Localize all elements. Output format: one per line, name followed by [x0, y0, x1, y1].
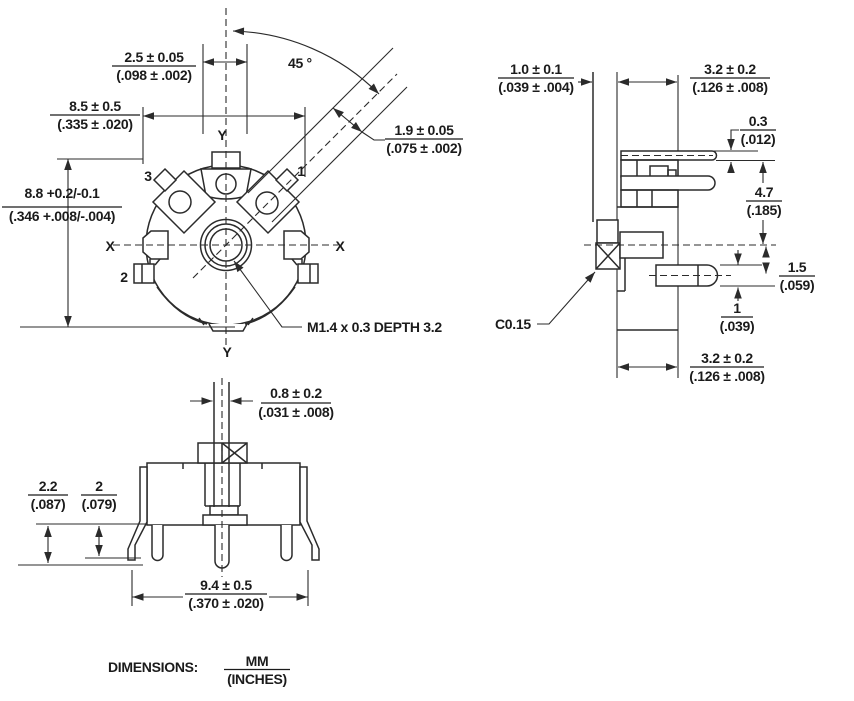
shaft-block: [596, 219, 619, 244]
chamfer-leader: [537, 271, 596, 325]
dim-4-7-inches: (.185): [747, 202, 782, 218]
dim-1-0-mm: 1.0 ± 0.1: [510, 61, 562, 77]
dim-1-5-inches: (.059): [780, 277, 815, 293]
units-note: DIMENSIONS: MM (INCHES): [108, 653, 290, 687]
top-view-body-outline: [133, 151, 319, 332]
chamfer-note: C0.15: [495, 316, 531, 332]
top-view-dimensions: 45 ° 2.5 ± 0.05 (.098 ± .002) 8.5 ± 0.5 …: [2, 27, 463, 335]
dim-0-8-mm: 0.8 ± 0.2: [270, 385, 322, 401]
axis-label-x-right: X: [335, 238, 345, 254]
thread-note: M1.4 x 0.3 DEPTH 3.2: [307, 319, 442, 335]
dim-0-8-inches: (.031 ± .008): [258, 404, 333, 420]
dim-1-mm: 1: [733, 300, 741, 316]
side-view: 1.0 ± 0.1 (.039 ± .004) 3.2 ± 0.2 (.126 …: [495, 61, 815, 384]
dim-0-3-mm: 0.3: [749, 113, 768, 129]
dim-4-7-mm: 4.7: [755, 184, 774, 200]
terminal-label-2: 2: [120, 269, 128, 285]
thread-leader: [233, 260, 302, 328]
bent-leg-right: [299, 466, 320, 561]
top-view-labels: Y Y X X 3 1 2: [105, 127, 345, 360]
pin-right: [280, 525, 293, 562]
diagonal-centerline: [192, 73, 398, 279]
terminal-2-tab: [133, 263, 155, 284]
side-tab-left: [142, 230, 169, 260]
pin-left: [151, 525, 164, 562]
dim-2-5-mm: 2.5 ± 0.05: [124, 49, 184, 65]
dim-3-2-bottom-inches: (.126 ± .008): [689, 368, 764, 384]
axis-label-y-bottom: Y: [222, 344, 232, 360]
side-view-centerlines: [584, 154, 776, 277]
dim-1-inches: (.039): [720, 318, 755, 334]
dim-2-mm: 2: [95, 478, 103, 494]
dim-2-inches: (.079): [82, 496, 117, 512]
units-inches: (INCHES): [227, 671, 287, 687]
units-label: DIMENSIONS:: [108, 659, 198, 675]
dim-2-2-mm: 2.2: [39, 478, 58, 494]
side-view-dimensions: 1.0 ± 0.1 (.039 ± .004) 3.2 ± 0.2 (.126 …: [495, 61, 815, 384]
top-view: 45 ° 2.5 ± 0.05 (.098 ± .002) 8.5 ± 0.5 …: [2, 8, 463, 360]
dim-1-5-mm: 1.5: [788, 259, 807, 275]
terminal-label-1: 1: [297, 163, 305, 179]
dim-8-8-inches: (.346 +.008/-.004): [9, 208, 115, 224]
dim-0-3-inches: (.012): [741, 131, 776, 147]
terminal-label-3: 3: [144, 168, 152, 184]
dim-8-5-inches: (.335 ± .020): [57, 116, 132, 132]
side-tab-right: [283, 230, 310, 260]
dim-2-2-inches: (.087): [31, 496, 66, 512]
units-mm: MM: [246, 653, 269, 669]
dim-2-5-inches: (.098 ± .002): [116, 67, 191, 83]
side-view-body-outline: [592, 72, 719, 378]
dim-8-5-mm: 8.5 ± 0.5: [69, 98, 121, 114]
dim-9-4-mm: 9.4 ± 0.5: [200, 577, 252, 593]
angle-value: 45 °: [288, 55, 312, 71]
dim-8-8-mm: 8.8 +0.2/-0.1: [24, 185, 100, 201]
dim-3-2-bottom-mm: 3.2 ± 0.2: [701, 350, 753, 366]
dim-9-4-inches: (.370 ± .020): [188, 595, 263, 611]
dim-3-2-top-inches: (.126 ± .008): [692, 79, 767, 95]
dim-3-2-top-mm: 3.2 ± 0.2: [704, 61, 756, 77]
dim-1-9-inches: (.075 ± .002): [386, 140, 461, 156]
front-view-dimensions: 0.8 ± 0.2 (.031 ± .008) 2.2 (.087) 2 (.0…: [18, 385, 334, 611]
axis-label-x-left: X: [105, 238, 115, 254]
middle-contact-clip: [620, 175, 716, 191]
front-view: 0.8 ± 0.2 (.031 ± .008) 2.2 (.087) 2 (.0…: [18, 378, 334, 611]
bent-leg-left: [127, 466, 148, 561]
dim-1-9-mm: 1.9 ± 0.05: [394, 122, 454, 138]
dim-1-0-inches: (.039 ± .004): [498, 79, 573, 95]
axis-label-y-top: Y: [217, 127, 227, 143]
angle-arc-arrow: [232, 27, 380, 95]
shaft-flange: [202, 514, 248, 526]
